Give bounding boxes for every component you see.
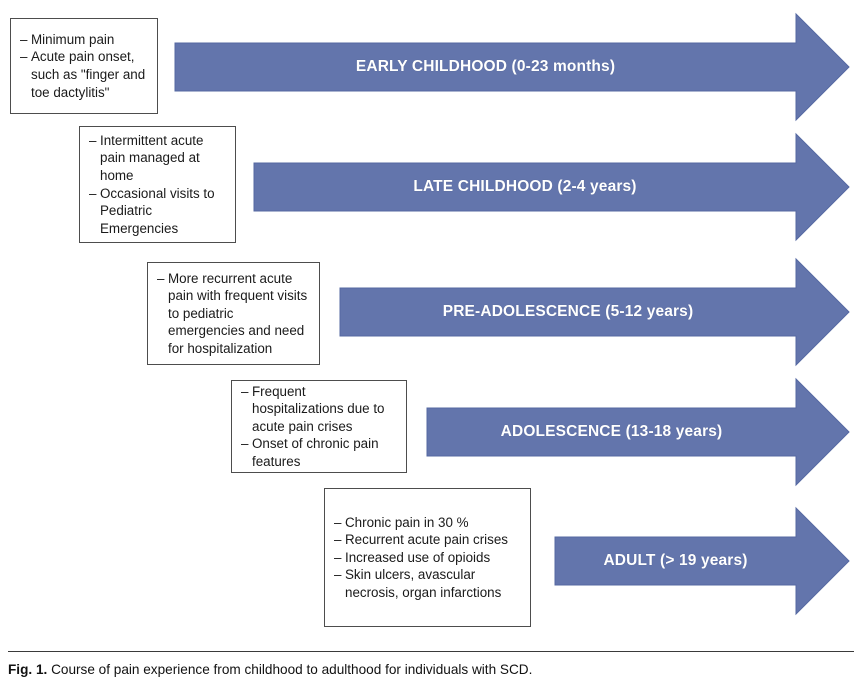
bullet-text: Recurrent acute pain crises [345, 532, 508, 548]
bullet-dash-icon: – [20, 31, 28, 47]
bullet-dash-icon: – [334, 532, 342, 548]
list-item: – Intermittent acute pain managed at hom… [89, 132, 225, 185]
bullet-text: Onset of chronic pain features [252, 436, 379, 469]
bullet-dash-icon: – [89, 185, 97, 201]
bullet-text: Frequent hospitalizations due to acute p… [252, 383, 385, 434]
caption-text: Fig. 1. Course of pain experience from c… [8, 661, 854, 678]
bullet-list: – Minimum pain – Acute pain onset, such … [20, 31, 147, 101]
arrow-shape-adolescence [426, 377, 850, 487]
bullet-dash-icon: – [157, 270, 165, 286]
figure-caption: Fig. 1. Course of pain experience from c… [8, 651, 854, 678]
list-item: – Frequent hospitalizations due to acute… [241, 383, 396, 436]
stage-arrow-adult: ADULT (> 19 years) [554, 506, 850, 616]
bullet-list: – Chronic pain in 30 % – Recurrent acute… [334, 514, 520, 602]
list-item: – Increased use of opioids [334, 549, 520, 567]
bullet-dash-icon: – [89, 132, 97, 148]
bullet-dash-icon: – [334, 549, 342, 565]
list-item: – Recurrent acute pain crises [334, 531, 520, 549]
arrow-shape-pre-adolescence [339, 257, 850, 367]
list-item: – Chronic pain in 30 % [334, 514, 520, 532]
info-box-early-childhood: – Minimum pain – Acute pain onset, such … [10, 18, 158, 114]
list-item: – Onset of chronic pain features [241, 435, 396, 470]
arrow-shape-early-childhood [174, 12, 850, 122]
bullet-dash-icon: – [334, 567, 342, 583]
list-item: – More recurrent acute pain with frequen… [157, 270, 309, 358]
info-box-late-childhood: – Intermittent acute pain managed at hom… [79, 126, 236, 243]
diagram-stage: EARLY CHILDHOOD (0-23 months) LATE CHILD… [10, 12, 850, 627]
info-box-pre-adolescence: – More recurrent acute pain with frequen… [147, 262, 320, 365]
bullet-text: Chronic pain in 30 % [345, 514, 469, 530]
bullet-list: – More recurrent acute pain with frequen… [157, 270, 309, 358]
bullet-dash-icon: – [334, 514, 342, 530]
info-box-adolescence: – Frequent hospitalizations due to acute… [231, 380, 407, 473]
bullet-dash-icon: – [241, 436, 249, 452]
bullet-text: More recurrent acute pain with frequent … [168, 270, 308, 356]
bullet-dash-icon: – [241, 383, 249, 399]
caption-sentence: Course of pain experience from childhood… [51, 662, 533, 678]
bullet-text: Intermittent acute pain managed at home [100, 132, 204, 183]
arrow-shape-late-childhood [253, 132, 850, 242]
caption-figure-label: Fig. 1. [8, 662, 48, 678]
list-item: – Skin ulcers, avascular necrosis, organ… [334, 566, 520, 601]
bullet-list: – Intermittent acute pain managed at hom… [89, 132, 225, 238]
stage-arrow-adolescence: ADOLESCENCE (13-18 years) [426, 377, 850, 487]
bullet-text: Occasional visits to Pediatric Emergenci… [100, 185, 215, 236]
list-item: – Acute pain onset, such as "finger and … [20, 48, 147, 101]
bullet-text: Increased use of opioids [345, 549, 491, 565]
bullet-text: Skin ulcers, avascular necrosis, organ i… [345, 567, 502, 600]
bullet-text: Minimum pain [31, 31, 115, 47]
arrow-shape-adult [554, 506, 850, 616]
list-item: – Occasional visits to Pediatric Emergen… [89, 185, 225, 238]
stage-arrow-pre-adolescence: PRE-ADOLESCENCE (5-12 years) [339, 257, 850, 367]
bullet-text: Acute pain onset, such as "finger and to… [31, 49, 146, 100]
bullet-list: – Frequent hospitalizations due to acute… [241, 383, 396, 471]
stage-arrow-early-childhood: EARLY CHILDHOOD (0-23 months) [174, 12, 850, 122]
info-box-adult: – Chronic pain in 30 % – Recurrent acute… [324, 488, 531, 627]
stage-arrow-late-childhood: LATE CHILDHOOD (2-4 years) [253, 132, 850, 242]
bullet-dash-icon: – [20, 49, 28, 65]
list-item: – Minimum pain [20, 31, 147, 49]
caption-divider [8, 651, 854, 653]
